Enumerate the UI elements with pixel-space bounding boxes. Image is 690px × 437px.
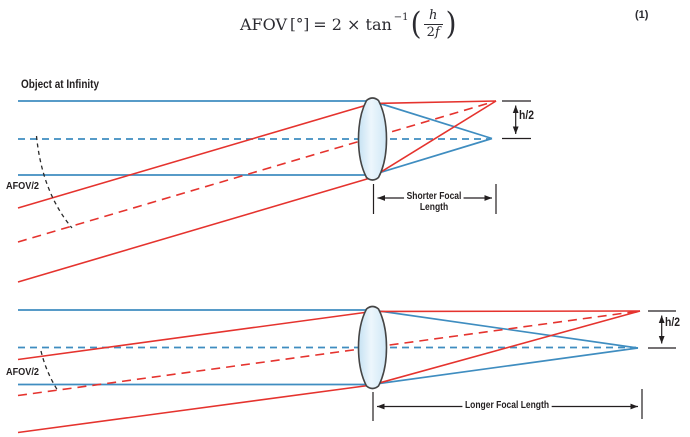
object-at-infinity-label: Object at Infinity bbox=[21, 77, 100, 91]
blue-refracted-ray-lower bbox=[371, 137, 493, 176]
red-oblique-ray-lower bbox=[17, 384, 373, 434]
afov-half-label-top: AFOV/2 bbox=[6, 180, 40, 192]
red-oblique-ray-lower bbox=[17, 176, 373, 283]
afov-half-label-bottom: AFOV/2 bbox=[6, 366, 40, 378]
equation-denominator-coefficient: 2 bbox=[426, 24, 435, 40]
lens-longer-focal bbox=[357, 305, 388, 390]
lens-shorter-focal bbox=[357, 97, 388, 181]
red-refracted-ray-lower bbox=[371, 310, 641, 386]
afov-equation: AFOV [°] = 2 × tan −1 ( h 2f ) bbox=[240, 4, 458, 44]
longer-focal-length-line1: Longer Focal Length bbox=[462, 400, 552, 411]
red-chief-ray-dashed bbox=[17, 310, 641, 397]
equation-close-paren: ) bbox=[445, 5, 457, 42]
equation-numerator: h bbox=[429, 7, 438, 23]
equation-denominator: 2f bbox=[423, 23, 443, 40]
equation-rhs-prefix: = 2 × tan bbox=[313, 14, 392, 34]
shorter-focal-length-label: Shorter Focal Length bbox=[404, 191, 464, 213]
red-chief-ray-dashed bbox=[17, 100, 497, 243]
red-refracted-ray-upper bbox=[371, 100, 497, 105]
image-height-dimension bbox=[502, 100, 531, 140]
longer-focal-length-label: Longer Focal Length bbox=[462, 400, 552, 411]
red-oblique-ray-upper bbox=[17, 310, 373, 361]
equation-fraction: h 2f bbox=[423, 7, 443, 40]
longer-focal-diagram bbox=[17, 305, 676, 434]
equation-open-paren: ( bbox=[410, 5, 422, 42]
shorter-focal-diagram bbox=[17, 97, 531, 283]
half-image-height-label-top: h/2 bbox=[519, 110, 534, 122]
shorter-focal-length-line1: Shorter Focal bbox=[404, 191, 464, 202]
blue-refracted-ray-upper bbox=[371, 100, 493, 140]
red-oblique-ray-upper bbox=[17, 102, 373, 209]
image-height-dimension bbox=[648, 310, 676, 349]
red-refracted-ray-lower bbox=[371, 100, 497, 179]
afov-angle-arc bbox=[35, 135, 73, 229]
equation-exponent: −1 bbox=[393, 11, 409, 23]
shorter-focal-length-line2: Length bbox=[404, 202, 464, 213]
equation-denominator-variable: f bbox=[434, 24, 440, 40]
blue-refracted-ray-lower bbox=[371, 347, 639, 386]
equation-lhs: AFOV bbox=[240, 14, 288, 34]
red-refracted-ray-upper bbox=[371, 310, 641, 313]
equation-degree-bracket: [°] bbox=[290, 15, 310, 33]
equation-number: (1) bbox=[635, 9, 649, 21]
afov-angle-arc bbox=[40, 350, 59, 392]
blue-refracted-ray-upper bbox=[371, 309, 639, 349]
half-image-height-label-bottom: h/2 bbox=[665, 317, 680, 329]
